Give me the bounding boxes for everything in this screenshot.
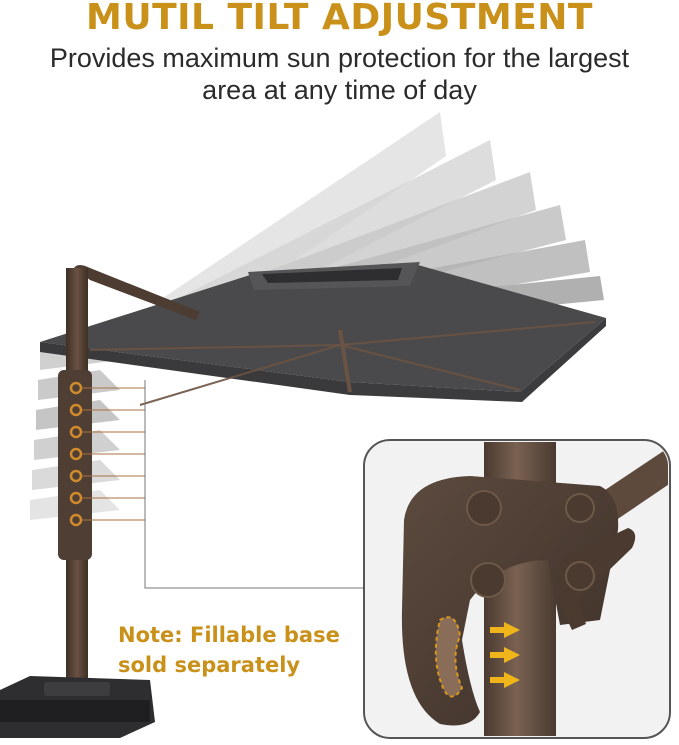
page-title: MUTIL TILT ADJUSTMENT (86, 0, 593, 38)
insert-arrows (490, 622, 520, 688)
tilt-holes (69, 380, 364, 589)
note-line-1: Note: Fillable base (118, 623, 340, 647)
subtitle-line-2: area at any time of day (202, 75, 477, 105)
subtitle-line-1: Provides maximum sun protection for the … (49, 43, 630, 73)
page-subtitle: Provides maximum sun protection for the … (0, 42, 679, 106)
tilt-lock-callout (363, 439, 671, 739)
base-note: Note: Fillable base sold separately (118, 620, 358, 680)
note-line-2: sold separately (118, 653, 301, 677)
umbrella-pole (58, 265, 200, 688)
main-canopy (40, 262, 606, 406)
umbrella-base (0, 676, 155, 738)
